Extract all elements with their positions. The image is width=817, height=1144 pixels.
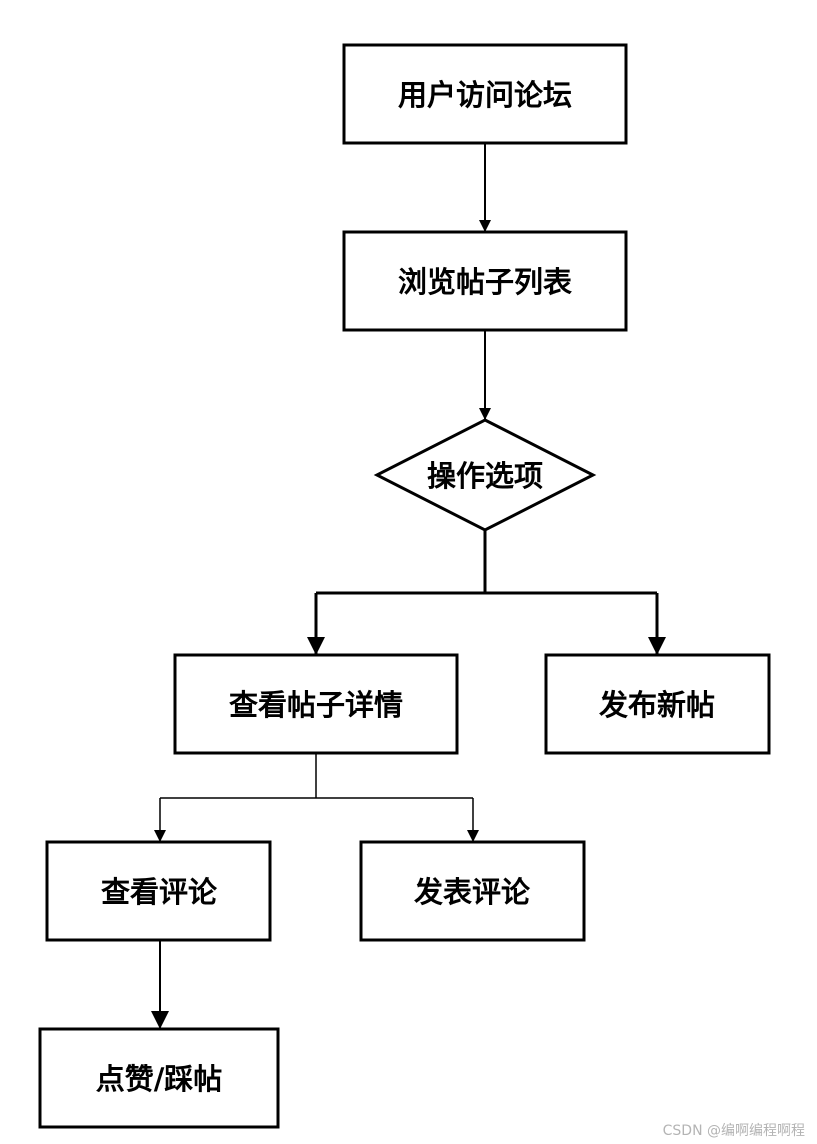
node-view-post-detail: 查看帖子详情 [173,653,459,755]
node-view-post-detail-label: 查看帖子详情 [229,688,403,722]
watermark: CSDN @编啊编程啊程 [662,1123,805,1139]
node-visit-forum-label: 用户访问论坛 [398,78,572,112]
node-operation-options-label: 操作选项 [427,459,543,493]
node-browse-posts-label: 浏览帖子列表 [398,265,572,299]
node-like-dislike-post-label: 点赞/踩帖 [96,1062,223,1096]
node-publish-post-label: 发布新帖 [598,688,715,722]
node-visit-forum: 用户访问论坛 [342,43,628,145]
node-browse-posts: 浏览帖子列表 [342,230,628,332]
node-view-comments: 查看评论 [45,840,272,942]
node-post-comment-label: 发表评论 [413,875,531,909]
node-post-comment: 发表评论 [359,840,586,942]
node-view-comments-label: 查看评论 [101,875,218,909]
node-publish-post: 发布新帖 [544,653,771,755]
node-operation-options: 操作选项 [373,418,597,532]
node-like-dislike-post: 点赞/踩帖 [38,1027,280,1129]
connectors [151,143,666,1029]
